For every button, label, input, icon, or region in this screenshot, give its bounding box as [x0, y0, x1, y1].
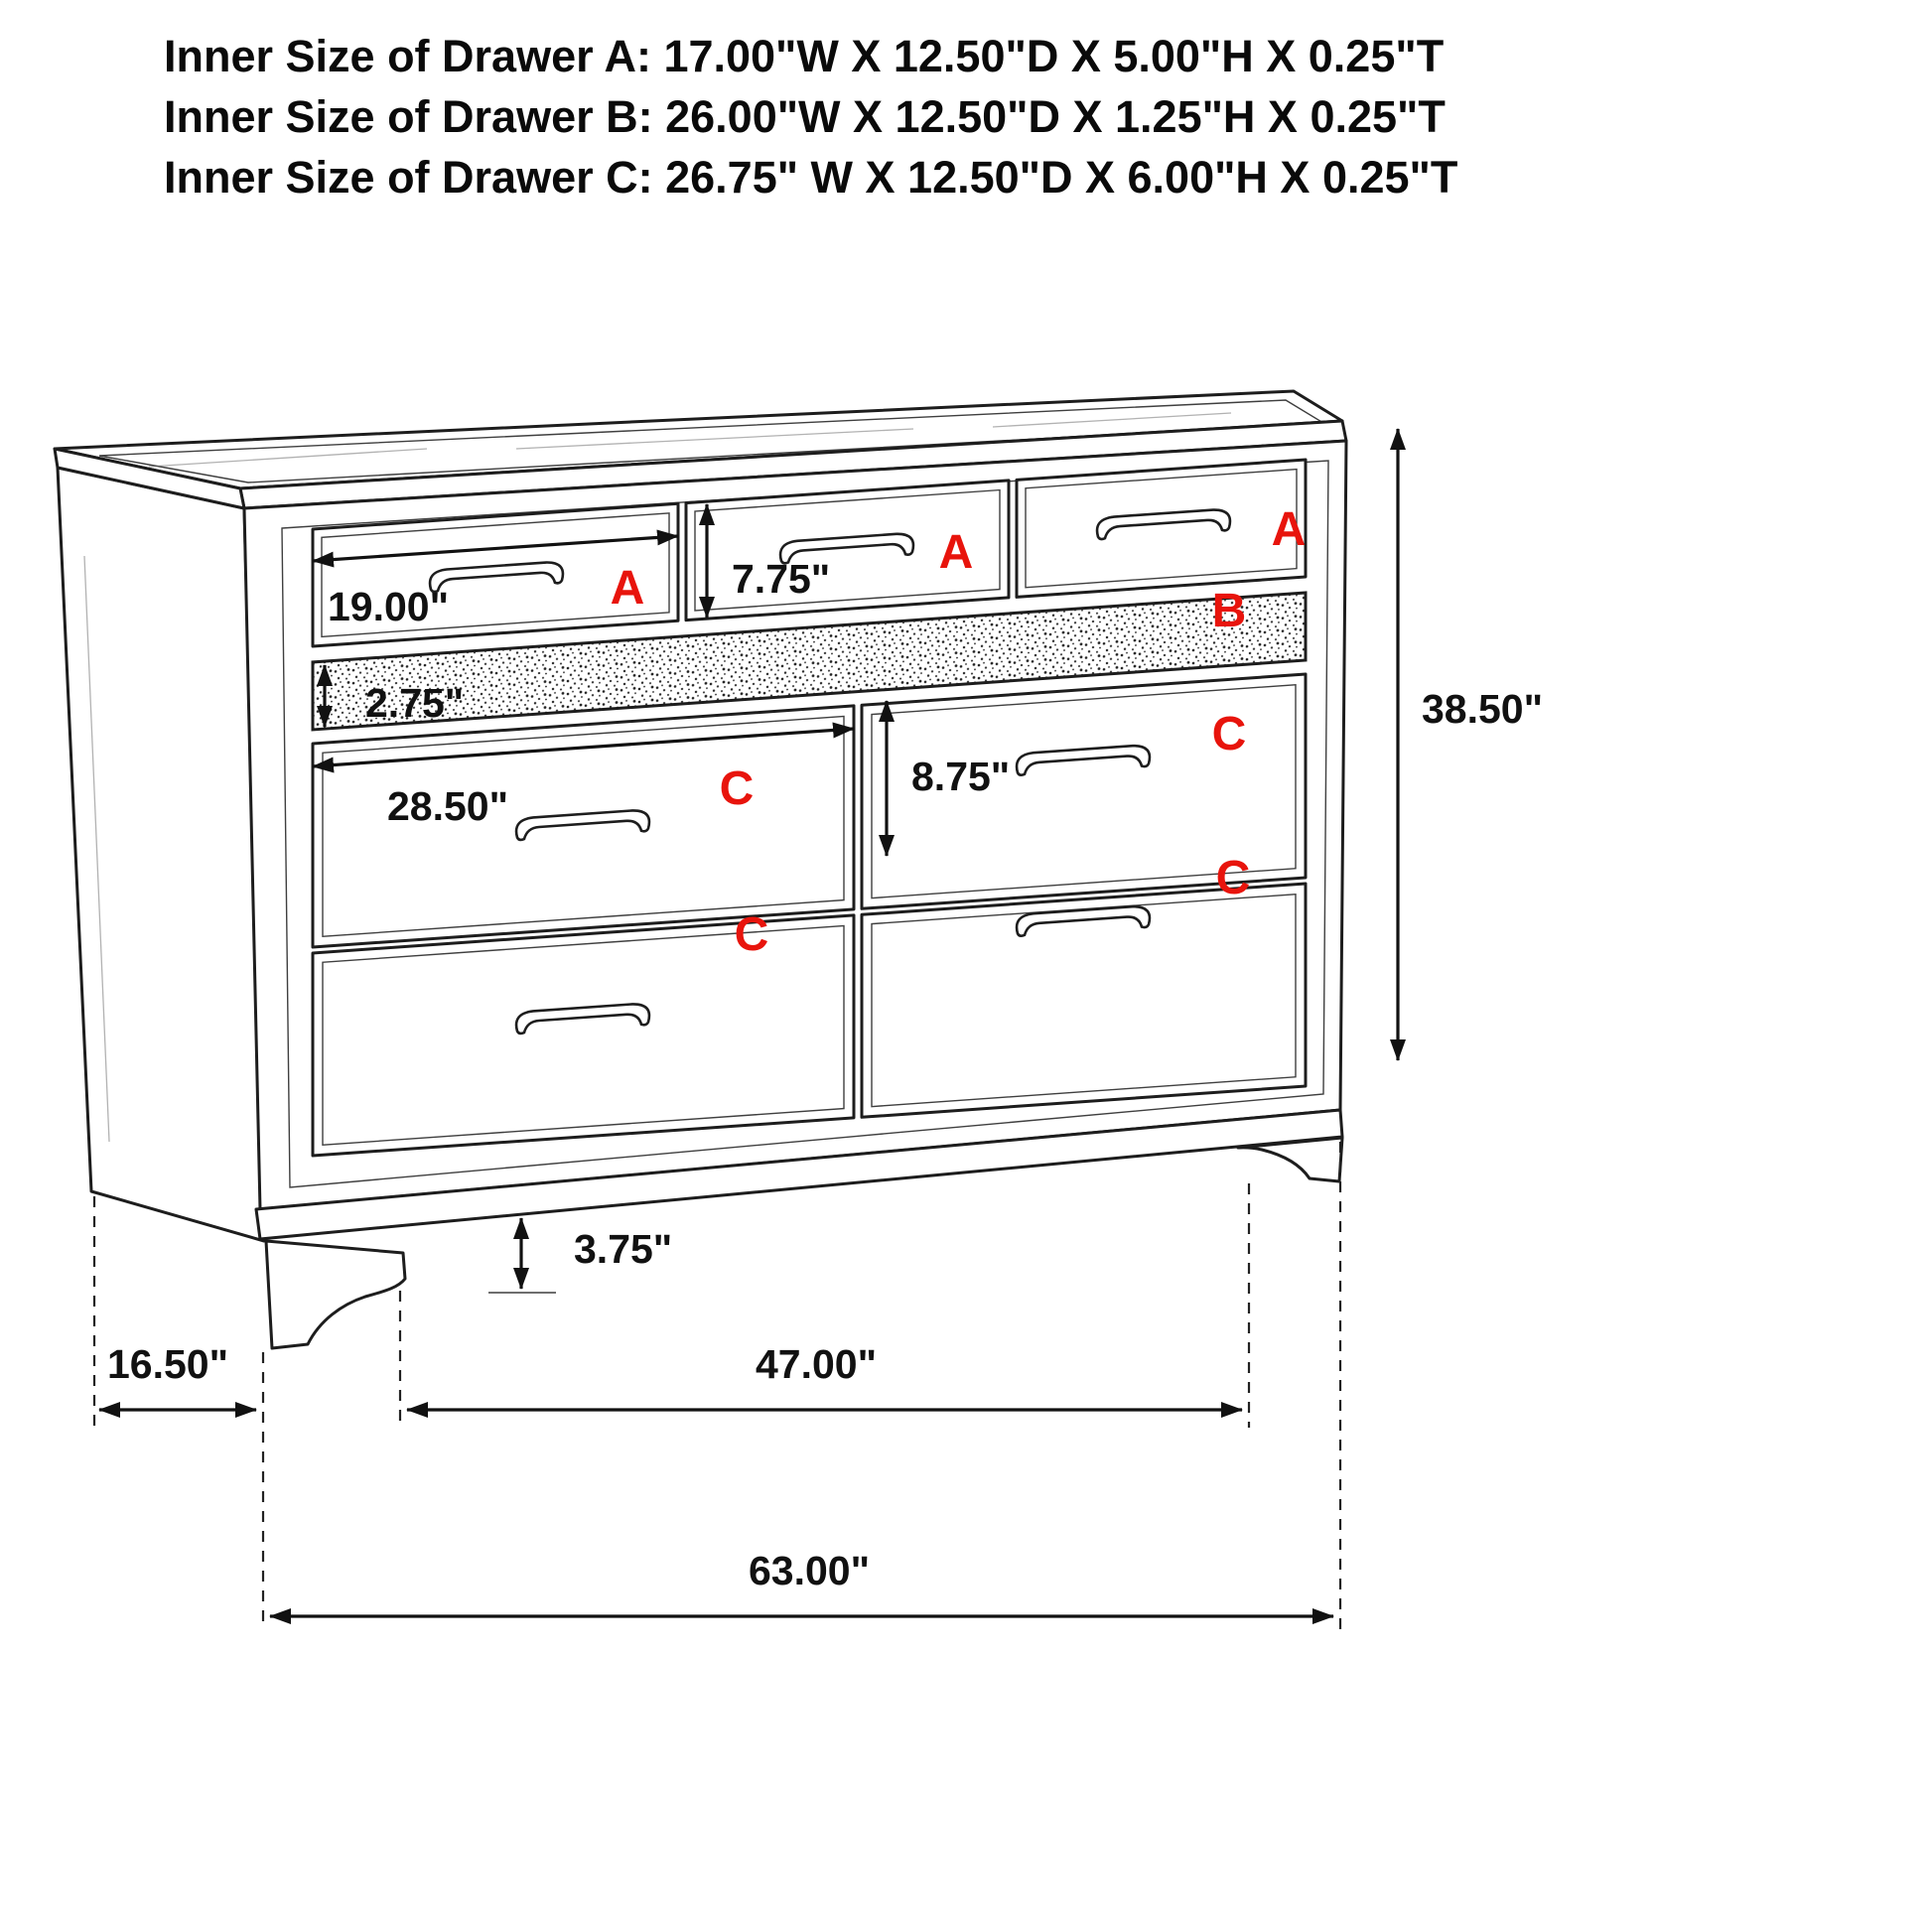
drawer-c-mid-right-bevel: [871, 683, 1297, 899]
dim-foot-span: 47.00": [406, 1341, 1243, 1418]
dim-overall-width-label: 63.00": [749, 1548, 870, 1593]
label-drawer-c-bottom-left: C: [735, 908, 769, 961]
top-face: [53, 389, 1348, 510]
dim-drawer-a-width-label: 19.00": [328, 584, 449, 629]
drawer-c-bottom-left-front: [311, 913, 856, 1158]
top-sketch-1: [148, 448, 428, 468]
dim-drawer-c-width-label: 28.50": [387, 783, 508, 829]
top-sketch-2: [515, 428, 914, 450]
title-line-drawer-c: Inner Size of Drawer C: 26.75" W X 12.50…: [164, 152, 1457, 203]
title-block: Inner Size of Drawer A: 17.00"W X 12.50"…: [164, 31, 1457, 203]
title-line-drawer-b: Inner Size of Drawer B: 26.00"W X 12.50"…: [164, 91, 1446, 142]
drawer-a-right-front: [1015, 458, 1308, 599]
drawer-a-right: [1015, 458, 1308, 599]
drawer-b-front: [311, 591, 1308, 732]
drawer-c-mid-right-front: [860, 672, 1308, 910]
drawer-front-grid: [311, 458, 1308, 1158]
drawer-a-right-bevel: [1025, 468, 1298, 589]
dimension-annotations: 19.00" 7.75" 2.75" 28.50" 8.75" 38.50" 3…: [92, 428, 1543, 1630]
title-line-drawer-a: Inner Size of Drawer A: 17.00"W X 12.50"…: [164, 31, 1444, 81]
drawer-letter-labels: A A A B C C C C: [611, 503, 1307, 961]
dim-foot-height-label: 3.75": [574, 1226, 672, 1272]
label-drawer-b: B: [1212, 585, 1247, 637]
drawer-c-bottom-right-front: [860, 882, 1308, 1119]
dim-drawer-c-height-label: 8.75": [911, 754, 1010, 799]
left-side-panel: [56, 466, 266, 1243]
dim-drawer-a-height: 7.75": [699, 503, 830, 619]
dim-foot-span-label: 47.00": [756, 1341, 877, 1387]
label-drawer-a-left: A: [611, 562, 645, 615]
projection-guides: [92, 1142, 1342, 1630]
dim-drawer-c-height: 8.75": [879, 700, 1010, 857]
dim-drawer-b-height: 2.75": [317, 664, 464, 728]
dim-drawer-a-width: 19.00": [312, 529, 679, 629]
front-left-bracket-foot: [264, 1239, 407, 1350]
left-side-face: [56, 466, 266, 1243]
side-sketch-line: [83, 555, 110, 1143]
drawer-c-bottom-left: [311, 913, 856, 1158]
dim-drawer-c-width: 28.50": [312, 722, 855, 829]
drawer-c-bottom-right: [860, 882, 1308, 1119]
dim-drawer-a-height-label: 7.75": [732, 556, 830, 602]
base-and-feet: [254, 1108, 1344, 1350]
dim-drawer-b-height-label: 2.75": [365, 680, 464, 726]
dim-drawer-a-width-arrow: [312, 529, 679, 568]
drawer-c-mid-right: [860, 672, 1308, 910]
drawer-c-bottom-left-bevel: [322, 924, 845, 1147]
label-drawer-a-right: A: [1272, 503, 1307, 556]
dim-overall-depth: 16.50": [98, 1341, 257, 1418]
drawer-a-middle-bevel: [694, 488, 1001, 612]
drawer-a-middle-front: [684, 479, 1011, 622]
dim-overall-width: 63.00": [269, 1548, 1334, 1624]
dim-overall-height-label: 38.50": [1422, 686, 1543, 732]
label-drawer-c-mid-left: C: [720, 762, 755, 815]
label-drawer-c-mid-right: C: [1212, 708, 1247, 760]
dim-foot-height: 3.75": [488, 1217, 672, 1294]
label-drawer-a-middle: A: [939, 526, 974, 579]
front-right-bracket-foot: [1236, 1136, 1344, 1183]
dim-overall-height: 38.50": [1390, 428, 1543, 1061]
label-drawer-c-bottom-right: C: [1216, 852, 1251, 904]
drawer-a-middle: [684, 479, 1011, 622]
dim-overall-depth-label: 16.50": [107, 1341, 228, 1387]
dim-drawer-c-width-arrow: [312, 722, 855, 773]
dresser-drawing: A A A B C C C C: [53, 389, 1348, 1350]
drawer-b-jewelry-strip: [311, 591, 1308, 732]
top-sketch-3: [992, 412, 1232, 428]
